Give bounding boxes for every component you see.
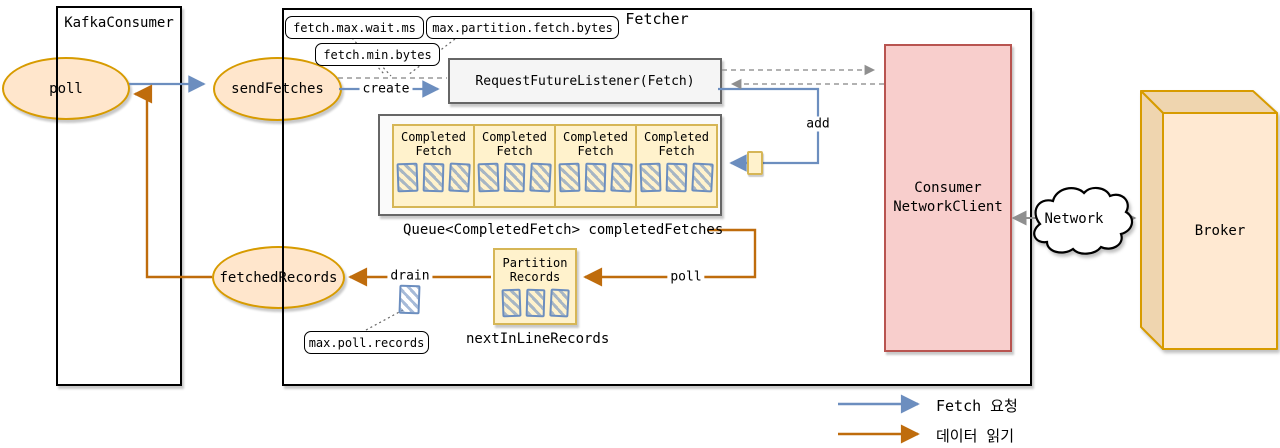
- partition-records-box: Partition Records: [493, 248, 577, 325]
- network-label: Network: [1044, 211, 1104, 227]
- fetch-response-icon: [747, 151, 763, 175]
- edge-label-drain: drain: [387, 268, 433, 284]
- completed-fetch-cell: Completed Fetch: [554, 124, 637, 208]
- fetcher-title: Fetcher: [625, 10, 689, 28]
- edge-label-add: add: [803, 116, 833, 132]
- legend-data-read-label: 데이터 읽기: [936, 427, 1015, 445]
- network-client-line2: NetworkClient: [893, 199, 1003, 215]
- edge-label-poll: poll: [667, 269, 705, 285]
- config-max-poll-records: max.poll.records: [304, 331, 429, 354]
- cell-line1: Completed: [562, 130, 629, 144]
- fetcher-box: [282, 8, 1032, 386]
- fetched-records-label: fetchedRecords: [219, 269, 338, 286]
- config-label: max.poll.records: [308, 335, 425, 350]
- cell-line1: Completed: [400, 130, 467, 144]
- cell-line1: Completed: [481, 130, 548, 144]
- legend-fetch-request-label: Fetch 요청: [936, 397, 1018, 415]
- cell-line2: Fetch: [577, 144, 614, 158]
- fetched-records-ellipse: fetchedRecords: [212, 246, 345, 309]
- send-fetches-label: sendFetches: [231, 81, 324, 97]
- partition-records-line1: Partition: [502, 256, 568, 270]
- config-label: fetch.max.wait.ms: [293, 20, 416, 35]
- network-client-line1: Consumer: [914, 180, 982, 196]
- queue-caption: Queue<CompletedFetch> completedFetches: [403, 222, 724, 238]
- completed-fetch-queue: Completed Fetch Completed Fetch Comple: [378, 114, 722, 216]
- request-future-listener-box: RequestFutureListener(Fetch): [448, 58, 722, 104]
- cell-line2: Fetch: [415, 144, 452, 158]
- config-fetch-max-wait: fetch.max.wait.ms: [285, 16, 424, 39]
- send-fetches-ellipse: sendFetches: [213, 57, 342, 121]
- cell-line2: Fetch: [496, 144, 533, 158]
- completed-fetch-cell: Completed Fetch: [392, 124, 475, 208]
- completed-fetch-cell: Completed Fetch: [635, 124, 718, 208]
- next-in-line-caption: nextInLineRecords: [466, 331, 610, 347]
- config-label: fetch.min.bytes: [323, 47, 432, 62]
- completed-fetch-cell: Completed Fetch: [473, 124, 556, 208]
- cell-line1: Completed: [643, 130, 710, 144]
- config-max-partition-fetch-bytes: max.partition.fetch.bytes: [426, 16, 619, 39]
- drained-records-icon: [398, 284, 421, 315]
- request-future-listener-label: RequestFutureListener(Fetch): [475, 73, 695, 89]
- cell-line2: Fetch: [658, 144, 695, 158]
- kafka-consumer-title: KafkaConsumer: [64, 15, 174, 31]
- partition-records-line2: Records: [509, 270, 561, 284]
- config-fetch-min-bytes: fetch.min.bytes: [315, 43, 440, 66]
- broker-label: Broker: [1194, 223, 1246, 239]
- config-label: max.partition.fetch.bytes: [432, 20, 613, 35]
- kafka-consumer-box: KafkaConsumer: [56, 6, 182, 386]
- consumer-network-client-box: Consumer NetworkClient: [884, 44, 1012, 352]
- queue-cells: Completed Fetch Completed Fetch Comple: [392, 124, 718, 208]
- edge-label-create: create: [359, 81, 413, 97]
